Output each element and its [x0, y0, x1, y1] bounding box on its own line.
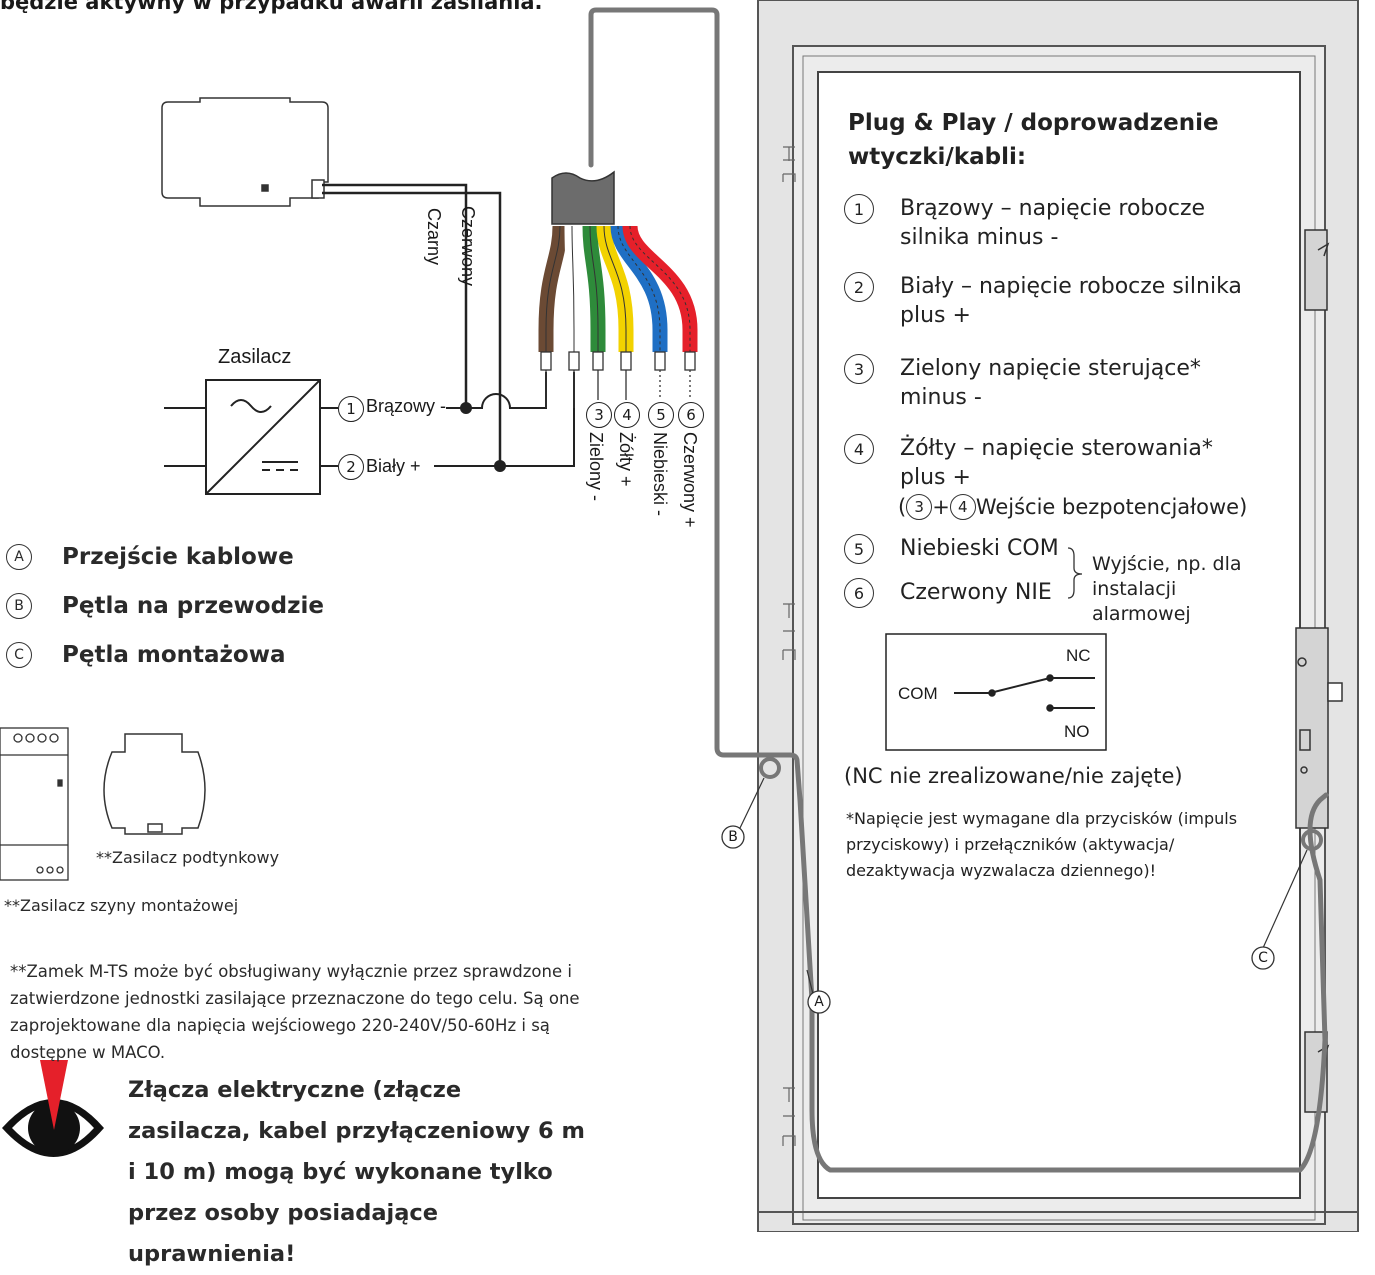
- psu-title: Zasilacz: [218, 346, 292, 368]
- top-note: będzie aktywny w przypadku awarii zasila…: [0, 0, 543, 14]
- wire-outline-3: [589, 225, 599, 352]
- item-badge: 4: [844, 434, 874, 464]
- panel-item-2: 2 Biały – napięcie robocze silnika plus …: [844, 272, 1270, 330]
- door-marker-a: A: [814, 994, 824, 1010]
- panel-item-6: 6 Czerwony NIE: [844, 578, 1270, 608]
- label-czarny: Czarny: [424, 208, 444, 266]
- panel-title: Plug & Play / doprowadzenie wtyczki/kabl…: [848, 110, 1219, 170]
- item-text: Niebieski COM: [900, 536, 1059, 561]
- wire-ferrule-1: [540, 351, 552, 371]
- wire-outline-2: [571, 225, 575, 352]
- marker-leaders: [739, 777, 1308, 995]
- panel-footnote: *Napięcie jest wymagane dla przycisków (…: [846, 809, 1238, 880]
- wire-badge-5: 5: [648, 402, 674, 428]
- nc-note: (NC nie zrealizowane/nie zajęte): [844, 764, 1183, 788]
- item-text: Brązowy – napięcie robocze silnika minus…: [900, 196, 1206, 250]
- wire-ferrule-4: [620, 351, 632, 371]
- connector-plug: [551, 170, 615, 225]
- inline-badge-3: 3: [906, 494, 933, 520]
- legend-item-a: A Przejście kablowe: [6, 544, 294, 570]
- switch-no-label: NO: [1064, 722, 1090, 741]
- psu-badge-1: 1: [338, 396, 364, 422]
- panel-item-4: 4 Żółty – napięcie sterowania* plus +: [844, 434, 1230, 492]
- item-text: Czerwony NIE: [900, 580, 1052, 605]
- cable-route: [588, 7, 1329, 1173]
- legend-text: Pętla montażowa: [62, 642, 286, 668]
- door-marker-b: B: [728, 829, 738, 845]
- control-unit: [161, 97, 329, 207]
- wire-badge-4: 4: [614, 402, 640, 428]
- switch-com-label: COM: [898, 684, 938, 703]
- switch-diagram: [885, 633, 1107, 751]
- warning-text: Złącza elektryczne (złącze zasilacza, ka…: [128, 1077, 585, 1267]
- legend-item-b: B Pętla na przewodzie: [6, 593, 324, 619]
- item-text: Zielony napięcie sterujące* minus -: [900, 356, 1201, 410]
- din-rail-device: [0, 727, 69, 881]
- wire-label-niebieski: Niebieski -: [650, 432, 670, 517]
- legend-item-c: C Pętla montażowa: [6, 642, 285, 668]
- flush-mount-device: [103, 733, 206, 835]
- flush-caption: **Zasilacz podtynkowy: [96, 848, 280, 867]
- power-supply: [164, 372, 575, 495]
- door-marker-c: C: [1258, 950, 1268, 966]
- wire-badge-6: 6: [678, 402, 704, 428]
- item-text: Żółty – napięcie sterowania* plus +: [900, 436, 1213, 490]
- wire-outline-4: [603, 225, 627, 352]
- switch-nc-label: NC: [1066, 646, 1091, 665]
- wire-ferrule-2: [568, 351, 580, 371]
- panel-item-1: 1 Brązowy – napięcie robocze silnika min…: [844, 194, 1270, 252]
- item-badge: 3: [844, 354, 874, 384]
- item-text: Biały – napięcie robocze silnika plus +: [900, 274, 1242, 328]
- wire-bundle: [538, 225, 698, 352]
- din-caption: **Zasilacz szyny montażowej: [4, 896, 239, 915]
- output-note: Wyjście, np. dla instalacji alarmowej: [1092, 553, 1242, 625]
- wiring-diagram: [0, 0, 1359, 1232]
- item-badge: 5: [844, 534, 874, 564]
- wire-ferrule-5: [654, 351, 666, 371]
- legend-badge: A: [6, 544, 32, 570]
- door-frame: [757, 0, 1359, 1232]
- inline-badge-4: 4: [949, 494, 976, 520]
- wire-5: [610, 225, 668, 352]
- panel-item-5: 5 Niebieski COM: [844, 534, 1270, 564]
- wire-badge-3: 3: [586, 402, 612, 428]
- wire-label-zolty: Żółty +: [616, 432, 636, 487]
- psu-badge-2: 2: [338, 454, 364, 480]
- legend-badge: C: [6, 642, 32, 668]
- psu-label-bialy: Biały +: [366, 456, 421, 476]
- label-czerwony: Czerwony: [458, 206, 478, 287]
- wire-label-zielony: Zielony -: [586, 432, 606, 502]
- eye-warning-icon: [2, 1060, 104, 1157]
- unit-wires: [322, 183, 502, 466]
- legend-text: Przejście kablowe: [62, 544, 294, 570]
- wire-ferrule-3: [592, 351, 604, 371]
- psu-note: **Zamek M-TS może być obsługiwany wyłącz…: [10, 962, 580, 1062]
- legend-badge: B: [6, 593, 32, 619]
- wire-outline-6: [629, 225, 691, 352]
- item-badge: 2: [844, 272, 874, 302]
- panel-item-3: 3 Zielony napięcie sterujące* minus -: [844, 354, 1270, 412]
- psu-label-brazowy: Brązowy -: [366, 396, 447, 416]
- wire-ends: [540, 351, 696, 408]
- legend-text: Pętla na przewodzie: [62, 593, 324, 619]
- wire-ferrule-6: [684, 351, 696, 371]
- wire-outline-1: [545, 225, 561, 352]
- item-badge: 1: [844, 194, 874, 224]
- input-note: Wejście bezpotencjałowe: [975, 495, 1240, 519]
- item-badge: 6: [844, 578, 874, 608]
- wire-label-czerwony: Czerwony +: [680, 432, 700, 528]
